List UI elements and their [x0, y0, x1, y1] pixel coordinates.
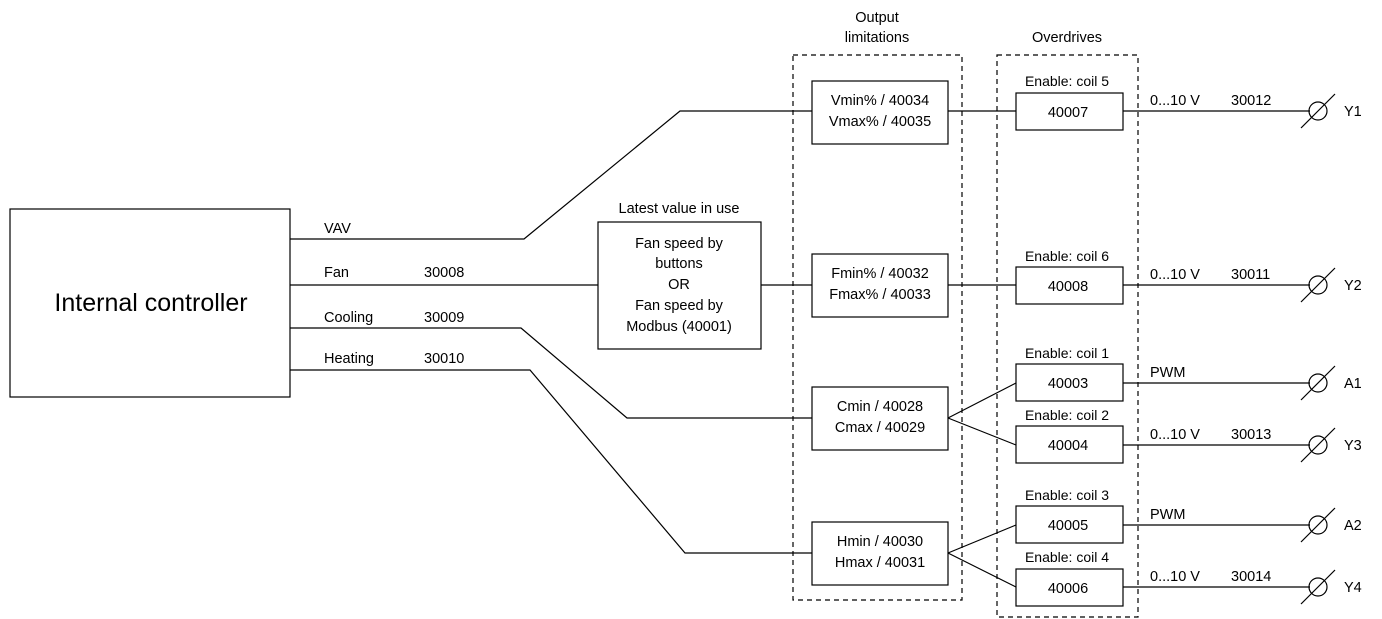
overdrive-enable-label: Enable: coil 6: [1025, 248, 1109, 264]
overdrive-box: [1015, 568, 1124, 607]
selector-box: [597, 221, 762, 350]
overdrive-enable-label: Enable: coil 3: [1025, 487, 1109, 503]
selector-line: buttons: [655, 256, 703, 272]
output-register-y1: 30012: [1231, 93, 1271, 109]
terminal-label-y1: Y1: [1344, 104, 1362, 120]
output-limitations-frame: [792, 54, 963, 601]
terminal-symbol: [1300, 93, 1336, 129]
h-to-coil4-wire: [947, 552, 1017, 588]
output-limitations-heading-line2: limitations: [845, 30, 909, 46]
f-limit-box: [811, 253, 949, 318]
h-to-coil3-wire: [947, 524, 1017, 554]
v-limit-line1: Vmin% / 40034: [831, 93, 929, 109]
cooling-wire: [290, 327, 812, 419]
f-limit-line1: Fmin% / 40032: [831, 266, 929, 282]
vav-wire: [290, 110, 812, 240]
c-limit-line2: Cmax / 40029: [835, 420, 925, 436]
f-limit-line2: Fmax% / 40033: [829, 287, 931, 303]
selector-title: Latest value in use: [619, 201, 740, 217]
overdrive-enable-label: Enable: coil 1: [1025, 345, 1109, 361]
output-register-y3: 30013: [1231, 427, 1271, 443]
terminal-label-y4: Y4: [1344, 580, 1362, 596]
v-limit-box: [811, 80, 949, 145]
overdrives-frame: [996, 54, 1139, 618]
terminal-label-a2: A2: [1344, 518, 1362, 534]
terminal-symbol: [1300, 365, 1336, 401]
selector-line: Modbus (40001): [626, 319, 732, 335]
overdrive-register: 40004: [1048, 438, 1088, 454]
output-range-a1: PWM: [1150, 365, 1185, 381]
overdrive-register: 40005: [1048, 518, 1088, 534]
fan-label: Fan: [324, 265, 349, 281]
output-range-a2: PWM: [1150, 507, 1185, 523]
terminal-symbol: [1300, 267, 1336, 303]
heating-wire: [290, 369, 812, 554]
selector-line: Fan speed by: [635, 298, 724, 314]
c-limit-box: [811, 386, 949, 451]
overdrive-enable-label: Enable: coil 4: [1025, 549, 1109, 565]
cooling-label: Cooling: [324, 310, 373, 326]
cooling-register: 30009: [424, 310, 464, 326]
overdrive-register: 40006: [1048, 581, 1088, 597]
heating-register: 30010: [424, 351, 464, 367]
output-range-y3: 0...10 V: [1150, 427, 1200, 443]
selector-line: Fan speed by: [635, 236, 724, 252]
h-limit-line1: Hmin / 40030: [837, 534, 923, 550]
overdrive-box: [1015, 505, 1124, 544]
v-limit-line2: Vmax% / 40035: [829, 114, 931, 130]
internal-controller-box: [9, 208, 291, 398]
c-to-coil1-wire: [947, 382, 1017, 419]
overdrive-enable-label: Enable: coil 2: [1025, 407, 1109, 423]
output-register-y4: 30014: [1231, 569, 1271, 585]
overdrive-register: 40007: [1048, 105, 1088, 121]
overdrive-register: 40003: [1048, 376, 1088, 392]
terminal-label-a1: A1: [1344, 376, 1362, 392]
vav-label: VAV: [324, 221, 351, 237]
h-limit-box: [811, 521, 949, 586]
fan-register: 30008: [424, 265, 464, 281]
c-to-coil2-wire: [947, 417, 1017, 446]
overdrives-heading: Overdrives: [1032, 30, 1102, 46]
output-register-y2: 30011: [1231, 267, 1270, 283]
overdrive-box: [1015, 363, 1124, 402]
selector-line: OR: [668, 277, 690, 293]
terminal-label-y2: Y2: [1344, 278, 1362, 294]
output-limitations-heading-line1: Output: [855, 10, 899, 26]
internal-controller-label: Internal controller: [54, 289, 247, 317]
terminal-symbol: [1300, 507, 1336, 543]
terminal-label-y3: Y3: [1344, 438, 1362, 454]
c-limit-line1: Cmin / 40028: [837, 399, 923, 415]
terminal-symbol: [1300, 569, 1336, 605]
overdrive-register: 40008: [1048, 279, 1088, 295]
overdrive-enable-label: Enable: coil 5: [1025, 73, 1109, 89]
overdrive-box: [1015, 425, 1124, 464]
terminal-symbol: [1300, 427, 1336, 463]
overdrive-box: [1015, 92, 1124, 131]
heating-label: Heating: [324, 351, 374, 367]
output-range-y1: 0...10 V: [1150, 93, 1200, 109]
h-limit-line2: Hmax / 40031: [835, 555, 925, 571]
output-range-y4: 0...10 V: [1150, 569, 1200, 585]
output-range-y2: 0...10 V: [1150, 267, 1200, 283]
